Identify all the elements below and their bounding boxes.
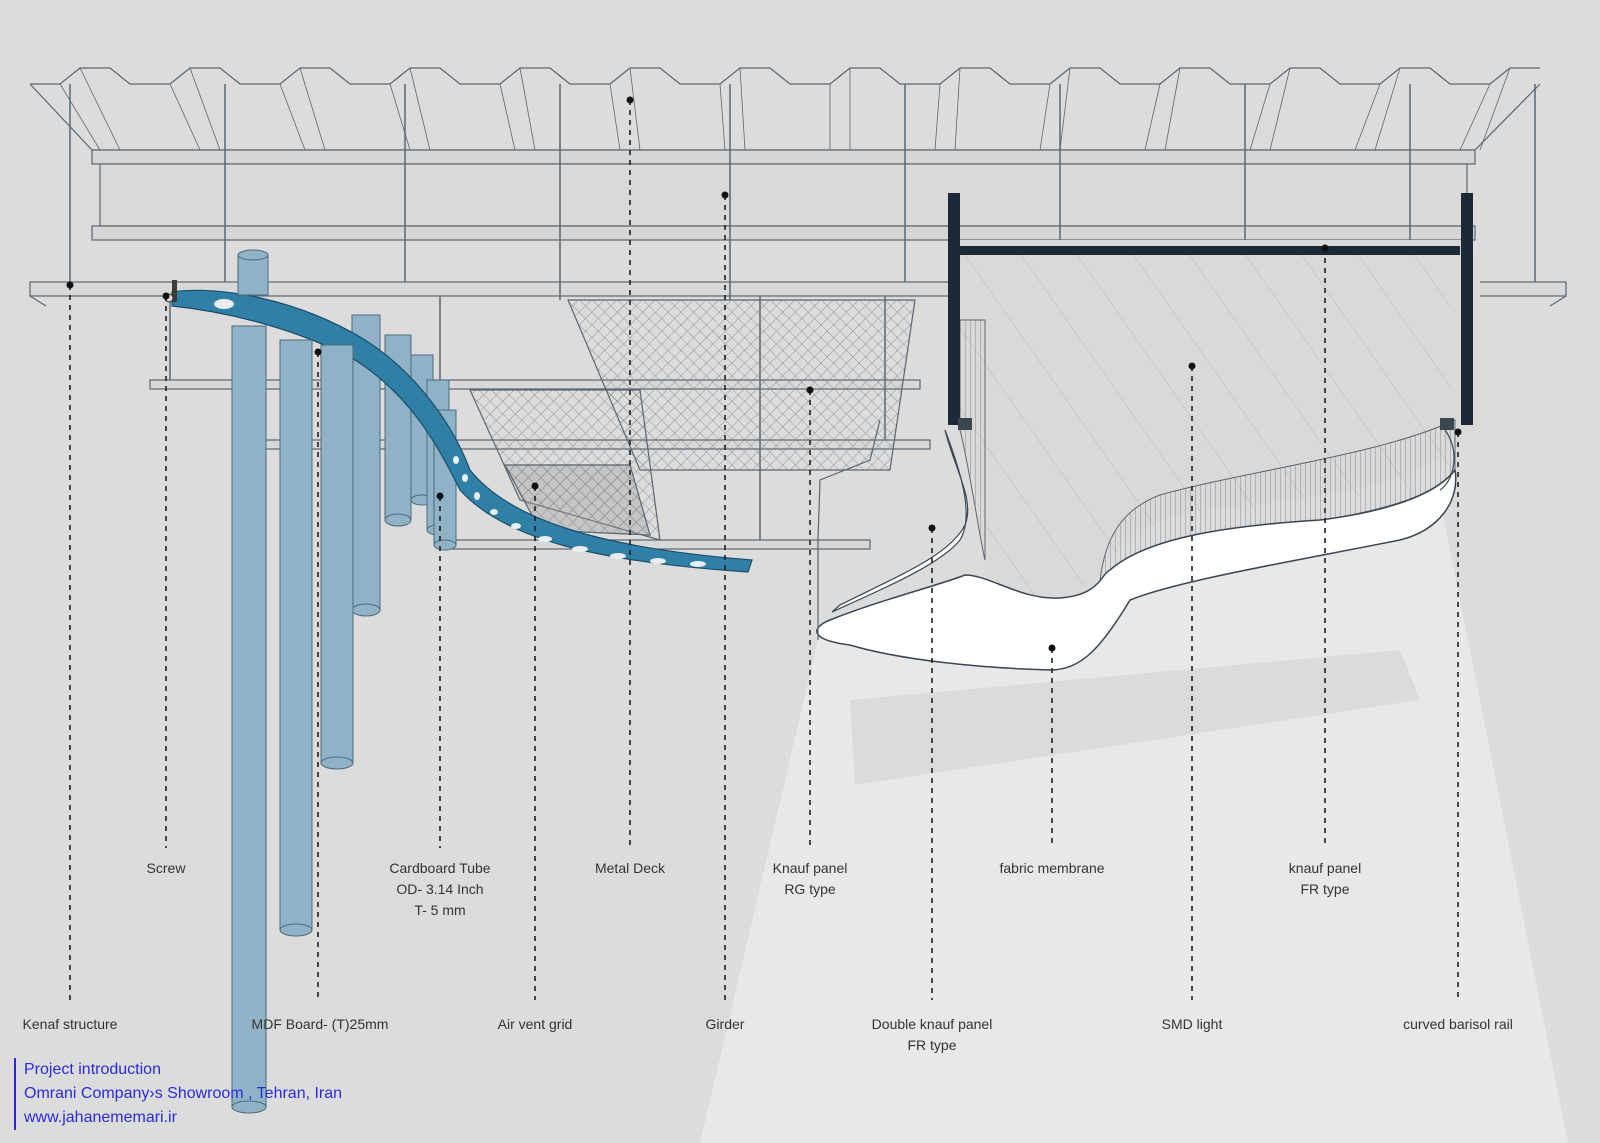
- deck-corrugation: [30, 67, 1540, 85]
- board-holes: [214, 299, 706, 567]
- label-double-knauf-panel: Double knauf panel FR type: [871, 1016, 993, 1053]
- air-vent-grid: [469, 299, 916, 541]
- cardboard-tubes-long: [231, 249, 354, 1114]
- deck-ribs: [59, 67, 1511, 151]
- credit-project-location: Omrani Company›s Showroom , Tehran, Iran: [24, 1085, 343, 1102]
- label-smd-light: SMD light: [1161, 1016, 1223, 1032]
- label-kenaf-structure: Kenaf structure: [22, 1016, 118, 1032]
- label-knauf-panel-fr: knauf panel FR type: [1288, 860, 1362, 897]
- credit-project-introduction: Project introduction: [24, 1061, 161, 1078]
- metal-deck: [29, 67, 1541, 151]
- label-mdf-board: MDF Board- (T)25mm: [251, 1016, 389, 1032]
- label-cardboard-tube: Cardboard Tube OD- 3.14 Inch T- 5 mm: [389, 860, 491, 918]
- label-curved-barisol-rail: curved barisol rail: [1403, 1016, 1513, 1032]
- label-knauf-panel-rg: Knauf panel RG type: [772, 860, 848, 897]
- label-screw: Screw: [146, 860, 186, 876]
- project-credits: Project introduction Omrani Company›s Sh…: [14, 1058, 342, 1130]
- hanger-rods: [69, 84, 1536, 540]
- leader-dots: [66, 96, 1462, 652]
- light-cone-shadow: [850, 650, 1420, 785]
- label-girder: Girder: [705, 1016, 745, 1032]
- knauf-frame: [948, 193, 1473, 425]
- girder: [91, 149, 1476, 241]
- label-fabric-membrane: fabric membrane: [999, 860, 1105, 876]
- knauf-assembly: [816, 193, 1480, 671]
- smd-light-panel: [816, 468, 1457, 671]
- label-metal-deck: Metal Deck: [594, 860, 666, 876]
- barisol-rail-clips: [958, 418, 1454, 430]
- label-air-vent-grid: Air vent grid: [497, 1016, 573, 1032]
- credit-website-link[interactable]: www.jahanememari.ir: [24, 1109, 177, 1126]
- leader-lines: [69, 100, 1459, 1000]
